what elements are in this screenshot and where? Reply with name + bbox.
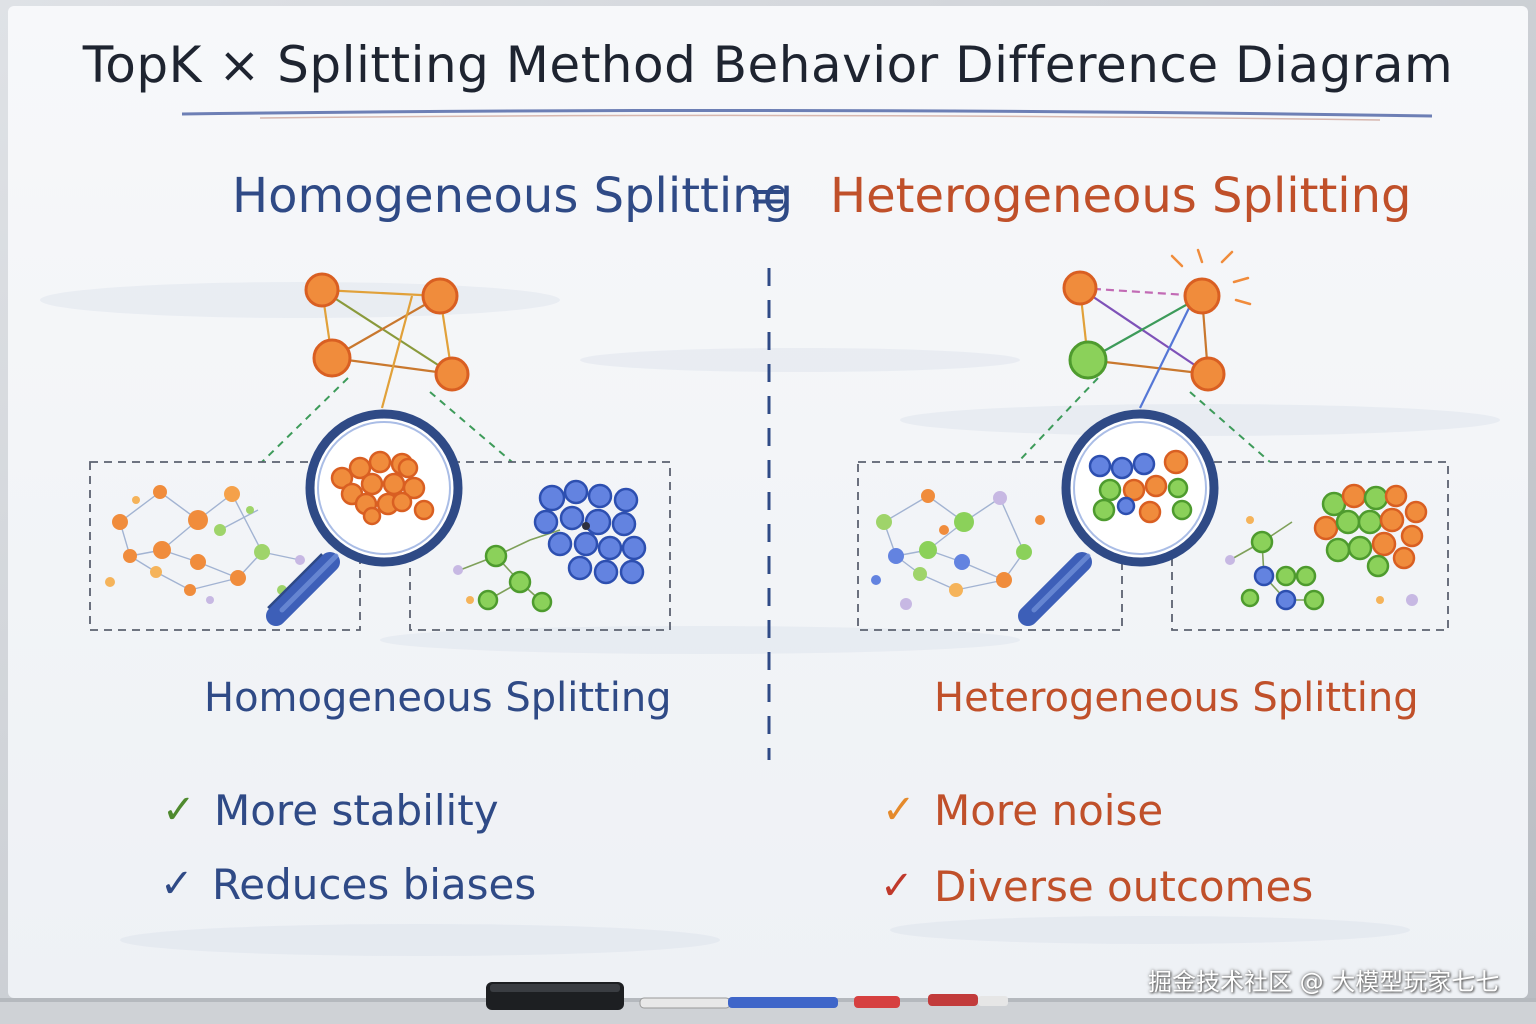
left-magnifier-icon (266, 409, 463, 626)
left-blue-cluster (453, 479, 647, 613)
eraser (486, 982, 624, 1010)
right-magnifier-icon (1018, 409, 1219, 626)
right-mixed-graph (871, 489, 1045, 610)
right-mixed-cluster (1225, 483, 1428, 611)
left-item-stability: More stability (214, 786, 499, 835)
left-mixed-graph (105, 485, 305, 604)
left-panel-subtitle: Homogeneous Splitting (204, 675, 672, 721)
check-icon: ✓ (880, 863, 914, 909)
left-item-biases: Reduces biases (212, 860, 537, 909)
check-icon: ✓ (160, 861, 194, 907)
left-network-graph-icon (304, 272, 470, 409)
page-title: TopK × Splitting Method Behavior Differe… (82, 36, 1454, 94)
check-icon: ✓ (162, 787, 196, 833)
header-right-label: Heterogeneous Splitting (830, 168, 1412, 224)
right-network-graph-icon (1062, 248, 1252, 409)
markers (639, 994, 1008, 1009)
watermark-text: 掘金技术社区 @ 大模型玩家七七 (1148, 968, 1500, 996)
check-icon: ✓ (882, 787, 916, 833)
right-panel-subtitle: Heterogeneous Splitting (934, 675, 1419, 721)
right-item-outcomes: Diverse outcomes (934, 862, 1314, 911)
header-left-label: Homogeneous Splitting (232, 168, 794, 224)
title-underline (181, 108, 1433, 118)
right-item-noise: More noise (934, 786, 1164, 835)
right-source-box (857, 461, 1123, 631)
header-equals-sign: = (748, 168, 789, 224)
